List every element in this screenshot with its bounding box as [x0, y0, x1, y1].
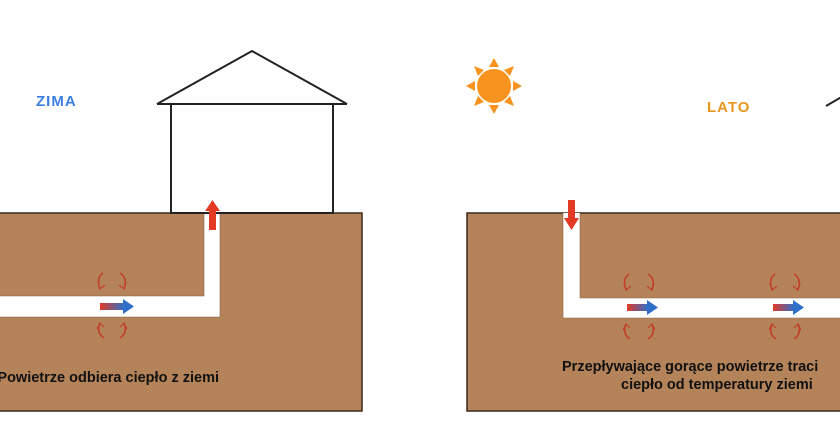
summer-caption-line1: Przepływające gorące powietrze traci	[562, 359, 818, 375]
airflow-arrow-icon	[773, 300, 804, 315]
summer-pipe	[563, 213, 840, 318]
heat-transfer-curl-icon	[768, 273, 802, 340]
summer-season-label: LATO	[707, 99, 750, 116]
airflow-arrow-icon	[205, 200, 220, 230]
heat-transfer-curl-icon	[97, 272, 127, 291]
airflow-arrow-icon	[564, 200, 579, 230]
airflow-arrow-icon	[627, 300, 658, 315]
winter-panel: ZIMA Powietrze odbiera ciepło z ziemi	[0, 49, 363, 412]
summer-pipe-edge	[562, 213, 840, 319]
house-icon	[156, 49, 348, 214]
sun-icon	[466, 58, 522, 114]
airflow-arrow-icon	[100, 299, 134, 314]
summer-panel: LATO Przepływające gorące powietrze trac…	[466, 58, 840, 412]
summer-caption-line2: ciepło od temperatury ziemi	[621, 377, 813, 393]
winter-pipe-edge	[0, 213, 221, 318]
winter-season-label: ZIMA	[36, 93, 77, 110]
heat-transfer-curl-icon	[622, 273, 656, 340]
heat-transfer-curl-icon	[96, 321, 128, 339]
winter-caption: Powietrze odbiera ciepło z ziemi	[0, 370, 219, 386]
house-icon	[825, 96, 840, 107]
